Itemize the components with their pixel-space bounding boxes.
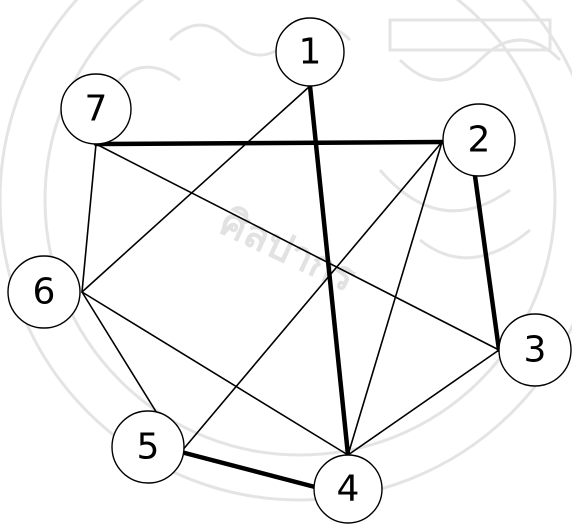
edge-7-6 (82, 144, 96, 292)
node-1: 1 (276, 18, 344, 86)
node-7: 7 (61, 74, 131, 144)
edge-2-4 (348, 142, 442, 455)
watermark-text: ศิลปากร (213, 199, 363, 302)
node-label: 4 (337, 469, 360, 510)
node-label: 3 (524, 330, 547, 371)
node-label: 5 (137, 427, 160, 468)
node-6: 6 (8, 256, 80, 328)
edge-2-5 (181, 142, 442, 452)
node-label: 2 (468, 120, 491, 161)
node-2: 2 (443, 104, 515, 176)
node-label: 1 (299, 32, 322, 73)
node-5: 5 (112, 411, 184, 483)
edge-7-2 (96, 142, 442, 144)
node-4: 4 (314, 455, 382, 523)
edge-3-4 (348, 350, 499, 455)
node-3: 3 (499, 314, 571, 386)
node-label: 6 (33, 272, 56, 313)
node-label: 7 (85, 89, 108, 130)
edge-7-3 (96, 144, 499, 350)
